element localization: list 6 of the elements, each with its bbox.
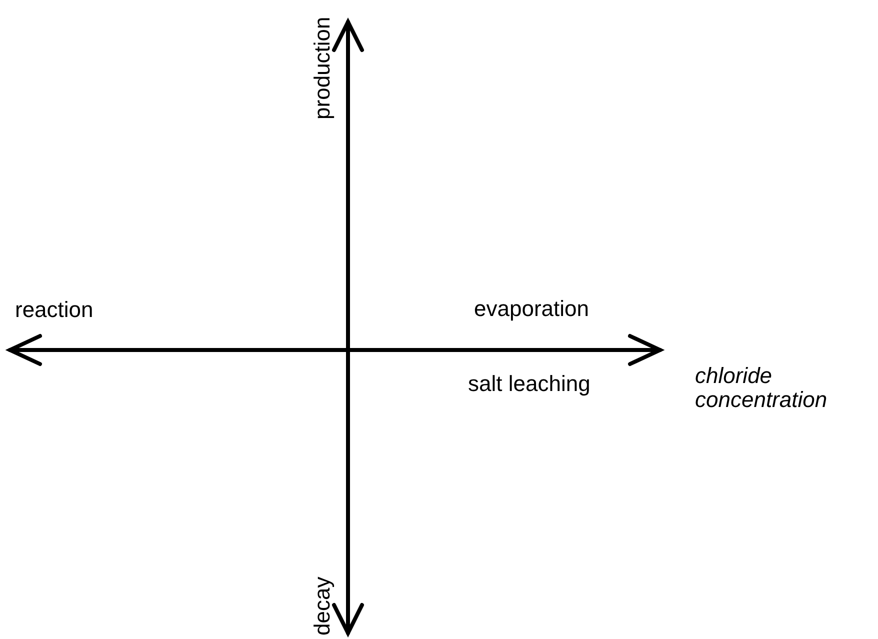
axis-title: chloride concentration: [695, 364, 828, 412]
axis-label: salt leaching: [468, 372, 590, 396]
axis-label: reaction: [15, 298, 94, 322]
axis-label: decay: [310, 576, 334, 636]
axis-label: production: [310, 16, 334, 120]
axis-label: evaporation: [474, 297, 589, 322]
